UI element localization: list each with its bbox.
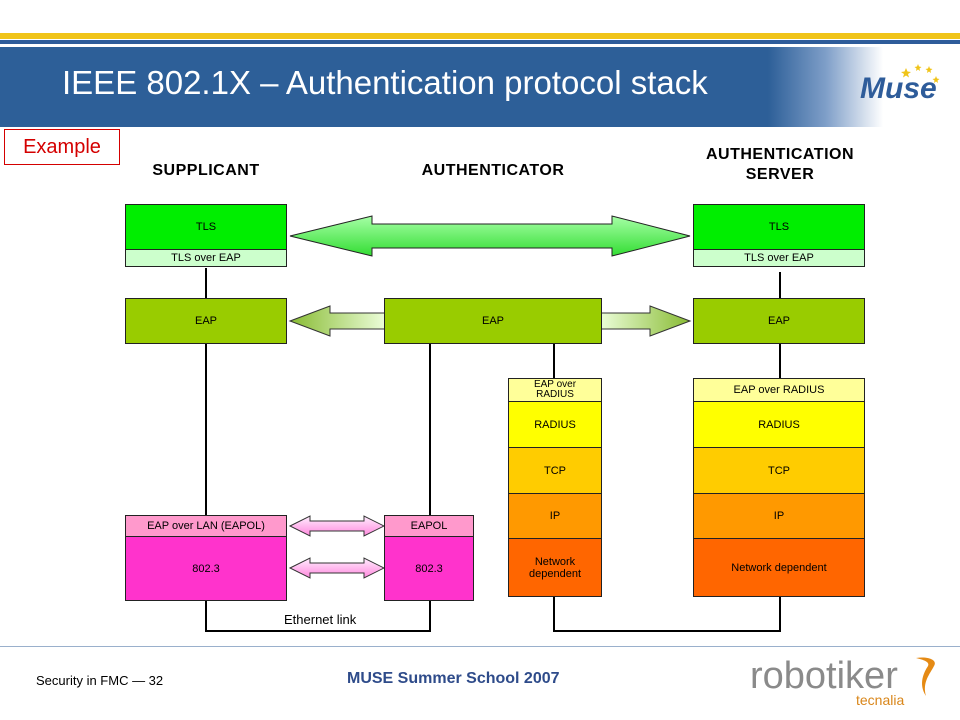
authenticator-eap-over-radius: EAP over RADIUS bbox=[508, 378, 602, 402]
authenticator-network-dependent: Network dependent bbox=[508, 538, 602, 597]
ethernet-link-line bbox=[205, 630, 431, 632]
server-heading-line1: AUTHENTICATION bbox=[705, 146, 855, 163]
eapol-double-arrow bbox=[288, 515, 386, 537]
footer-page-info: Security in FMC — 32 bbox=[36, 673, 164, 688]
muse-logo: Muse bbox=[860, 64, 940, 105]
header-band bbox=[0, 47, 960, 127]
server-eap-over-radius: EAP over RADIUS bbox=[693, 378, 865, 402]
supplicant-heading: SUPPLICANT bbox=[152, 162, 260, 179]
supplicant-802-3: 802.3 bbox=[125, 536, 287, 601]
slide-title: IEEE 802.1X – Authentication protocol st… bbox=[62, 64, 708, 101]
authenticator-eap-to-eapol-line bbox=[429, 344, 431, 516]
authenticator-ip: IP bbox=[508, 493, 602, 539]
ethernet-link-label: Ethernet link bbox=[282, 612, 359, 627]
supplicant-eap-to-eapol-line bbox=[205, 344, 207, 516]
authenticator-eap: EAP bbox=[384, 298, 602, 344]
supplicant-eapol: EAP over LAN (EAPOL) bbox=[125, 515, 287, 537]
star-icons bbox=[901, 64, 940, 83]
lan-double-arrow bbox=[288, 557, 386, 579]
supplicant-tls-to-eap-line bbox=[205, 268, 207, 298]
supplicant-tls: TLS bbox=[125, 204, 287, 250]
authenticator-tcp: TCP bbox=[508, 447, 602, 494]
ethernet-right-drop bbox=[429, 601, 431, 632]
supplicant-eap: EAP bbox=[125, 298, 287, 344]
header-thin-stripe bbox=[0, 40, 960, 44]
ethernet-left-drop bbox=[205, 601, 207, 632]
authenticator-heading: AUTHENTICATOR bbox=[421, 162, 565, 179]
network-link-line bbox=[553, 630, 781, 632]
authenticator-net-line2: dependent bbox=[529, 567, 581, 580]
authenticator-eapol: EAPOL bbox=[384, 515, 474, 537]
server-eap: EAP bbox=[693, 298, 865, 344]
server-tls: TLS bbox=[693, 204, 865, 250]
example-label: Example bbox=[4, 129, 120, 165]
server-network-dependent: Network dependent bbox=[693, 538, 865, 597]
swoosh-icon bbox=[916, 657, 935, 696]
footer-event-title: MUSE Summer School 2007 bbox=[347, 670, 560, 687]
authenticator-802-3: 802.3 bbox=[384, 536, 474, 601]
server-heading-line2: SERVER bbox=[745, 166, 815, 183]
server-tcp: TCP bbox=[693, 447, 865, 494]
footer-divider bbox=[0, 646, 960, 647]
server-tls-over-eap: TLS over EAP bbox=[693, 249, 865, 267]
supplicant-tls-over-eap: TLS over EAP bbox=[125, 249, 287, 267]
svg-text:robotiker: robotiker bbox=[750, 655, 898, 697]
header-accent-stripe bbox=[0, 33, 960, 39]
server-ip: IP bbox=[693, 493, 865, 539]
network-right-drop bbox=[779, 597, 781, 632]
robotiker-logo: robotiker tecnalia bbox=[750, 655, 935, 708]
authenticator-eap-to-radius-line bbox=[553, 344, 555, 378]
svg-text:Muse: Muse bbox=[860, 72, 937, 105]
svg-text:tecnalia: tecnalia bbox=[856, 692, 904, 708]
authenticator-eap-over-radius-line2: RADIUS bbox=[536, 389, 574, 400]
server-eap-to-radius-line bbox=[779, 344, 781, 378]
authenticator-net-line1: Network bbox=[534, 555, 576, 568]
server-tls-to-eap-line bbox=[779, 272, 781, 298]
network-left-drop bbox=[553, 597, 555, 632]
tls-double-arrow bbox=[289, 215, 691, 257]
server-radius: RADIUS bbox=[693, 401, 865, 448]
authenticator-eap-over-radius-line1: EAP over bbox=[533, 379, 577, 390]
authenticator-radius: RADIUS bbox=[508, 401, 602, 448]
